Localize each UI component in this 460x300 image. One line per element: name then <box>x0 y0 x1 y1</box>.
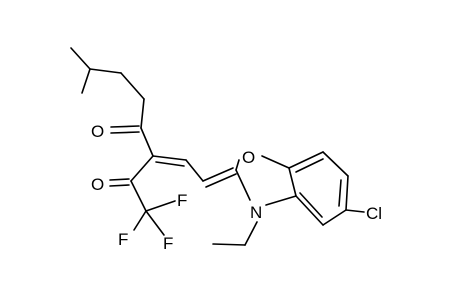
atom-f2: F <box>118 230 128 249</box>
bond-cf3-f3 <box>145 210 165 236</box>
bond-benz-3 <box>345 175 349 211</box>
bond-benz-1 <box>288 151 324 169</box>
bond-methyl-left <box>81 68 91 94</box>
bond-ketone2-to-cf3 <box>130 180 147 212</box>
bond-methine-double-b <box>205 173 237 188</box>
bond-o-c7a <box>261 155 290 169</box>
bond-ketone1-double-a <box>110 125 140 128</box>
bond-benz-6 <box>288 167 297 197</box>
bond-benz-3-inner <box>338 179 342 207</box>
bond-benz-1-inner <box>295 158 324 173</box>
bond-center-alkene-b <box>155 161 185 167</box>
bond-benz-5 <box>295 195 324 226</box>
bond-n-c3a <box>265 195 297 206</box>
bond-benz-2 <box>322 151 349 177</box>
bond-c2-o <box>235 159 240 171</box>
bond-chain-2 <box>120 72 145 100</box>
bond-ketone1-double-b <box>110 131 140 134</box>
bond-c2-n <box>235 169 251 201</box>
atom-o-ring: O <box>242 148 255 167</box>
bond-n-ethyl-2 <box>212 243 246 246</box>
bond-n-ethyl-1 <box>244 221 258 246</box>
atom-f3: F <box>163 234 173 253</box>
bond-benz-4 <box>322 209 347 226</box>
bond-chain-3 <box>140 98 145 129</box>
atom-n-ring: N <box>250 203 262 222</box>
bond-cf3-f1 <box>145 200 176 212</box>
bond-benz-5-inner <box>299 192 323 218</box>
bond-center-to-ketone2 <box>130 155 154 182</box>
bond-cf3-f2 <box>133 210 147 231</box>
bond-ketone1-to-center <box>140 127 154 157</box>
atom-o-ketone1: O <box>91 122 104 141</box>
atom-cl: Cl <box>366 204 382 223</box>
bond-alkene-to-methine <box>185 159 204 182</box>
bond-ketone2-double-b <box>109 184 130 187</box>
bond-chain-1 <box>89 68 122 74</box>
bond-ketone2-double-a <box>109 178 130 181</box>
atom-o-ketone2: O <box>91 175 104 194</box>
bond-methine-double-a <box>202 167 234 182</box>
atom-f1: F <box>177 191 187 210</box>
bond-methyl-top <box>70 47 91 70</box>
bond-c-cl <box>345 209 365 213</box>
bond-center-alkene-a <box>152 155 187 161</box>
